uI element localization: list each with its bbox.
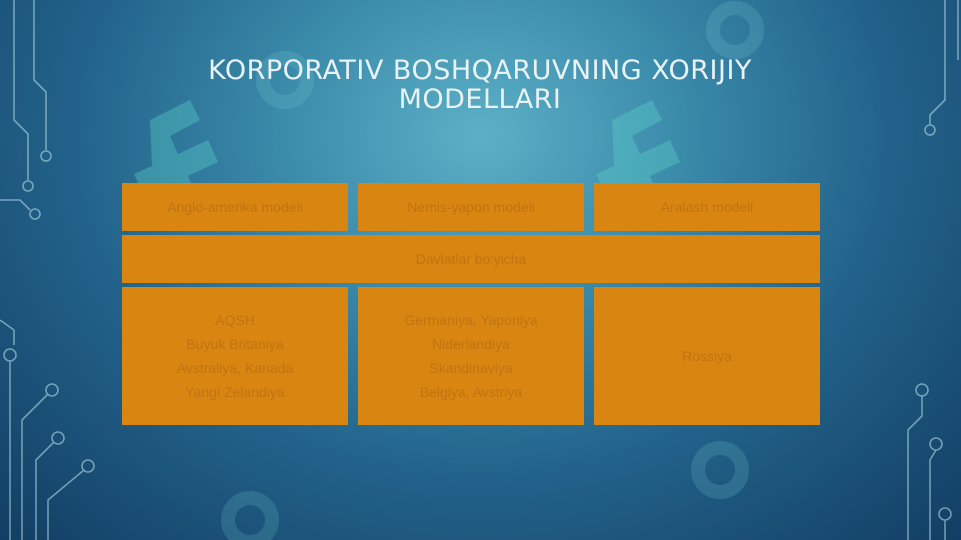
table-span-label: Davlatlar bo‘yicha — [415, 251, 527, 267]
table-body-cell-2: Germaniya, Yaponiya Niderlandiya Skandin… — [358, 287, 584, 425]
table-body-cell-1: AQSH Buyuk Britaniya Avstraliya, Kanada … — [122, 287, 348, 425]
table-cell-text: Germaniya, Yaponiya Niderlandiya Skandin… — [404, 312, 538, 400]
table-header-cell-3: Aralash modeli — [594, 183, 820, 231]
table-cell-text: Rossiya — [682, 348, 732, 364]
table-header-cell-1: Anglo-amerika modeli — [122, 183, 348, 231]
table-header-label: Nemis-yapon modeli — [407, 199, 535, 215]
table-body-cell-3: Rossiya — [594, 287, 820, 425]
table-header-label: Aralash modeli — [660, 199, 754, 215]
table-span-row: Davlatlar bo‘yicha — [122, 235, 820, 283]
slide-title: KORPORATIV BOSHQARUVNING XORIJIY MODELLA… — [208, 55, 752, 115]
table-header-label: Anglo-amerika modeli — [167, 199, 303, 215]
table-cell-text: AQSH Buyuk Britaniya Avstraliya, Kanada … — [176, 312, 294, 400]
table-header-cell-2: Nemis-yapon modeli — [358, 183, 584, 231]
